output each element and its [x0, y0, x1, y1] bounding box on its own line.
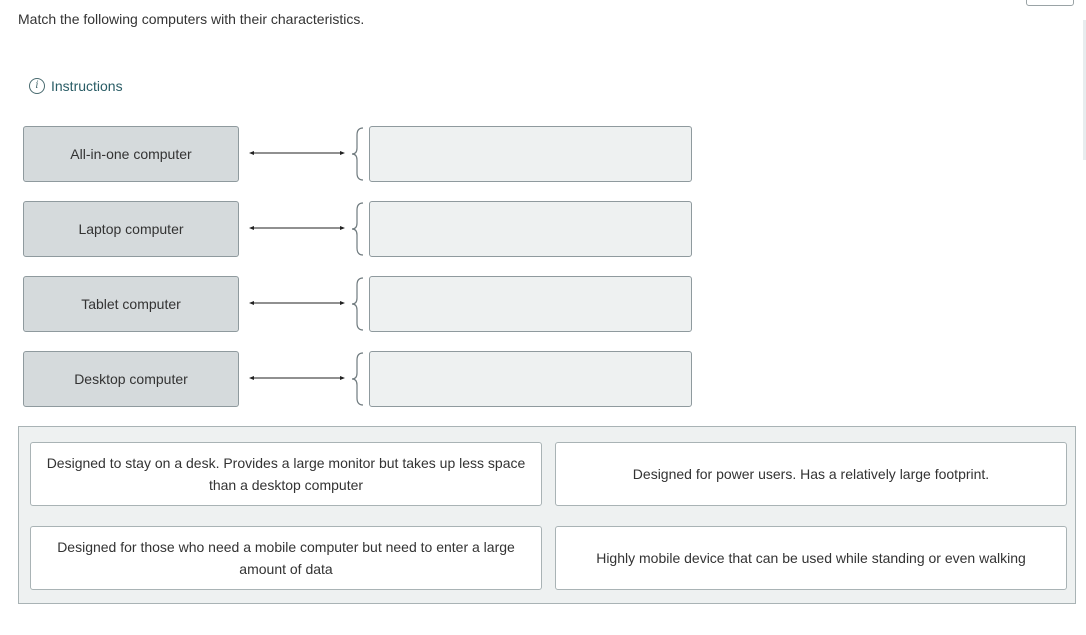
instructions-link[interactable]: i Instructions	[29, 78, 123, 94]
scrollbar[interactable]	[1083, 20, 1086, 160]
choice-card[interactable]: Designed for those who need a mobile com…	[30, 526, 542, 590]
term-card: Tablet computer	[23, 276, 239, 332]
double-arrow-icon	[249, 151, 345, 155]
double-arrow-icon	[249, 226, 345, 230]
top-right-control[interactable]	[1026, 0, 1074, 6]
term-card: Laptop computer	[23, 201, 239, 257]
brace-icon	[351, 202, 364, 256]
term-card: All-in-one computer	[23, 126, 239, 182]
match-row: Tablet computer	[23, 276, 693, 332]
match-row: Laptop computer	[23, 201, 693, 257]
drop-target[interactable]	[369, 351, 692, 407]
brace-icon	[351, 277, 364, 331]
brace-icon	[351, 352, 364, 406]
drop-target[interactable]	[369, 276, 692, 332]
choice-pool: Designed to stay on a desk. Provides a l…	[18, 426, 1076, 604]
choice-card[interactable]: Designed for power users. Has a relative…	[555, 442, 1067, 506]
match-row: Desktop computer	[23, 351, 693, 407]
drop-target[interactable]	[369, 201, 692, 257]
double-arrow-icon	[249, 376, 345, 380]
instructions-label: Instructions	[51, 78, 123, 94]
match-row: All-in-one computer	[23, 126, 693, 182]
term-card: Desktop computer	[23, 351, 239, 407]
choice-card[interactable]: Highly mobile device that can be used wh…	[555, 526, 1067, 590]
brace-icon	[351, 127, 364, 181]
question-prompt: Match the following computers with their…	[18, 11, 365, 27]
drop-target[interactable]	[369, 126, 692, 182]
double-arrow-icon	[249, 301, 345, 305]
info-icon: i	[29, 78, 45, 94]
choice-card[interactable]: Designed to stay on a desk. Provides a l…	[30, 442, 542, 506]
